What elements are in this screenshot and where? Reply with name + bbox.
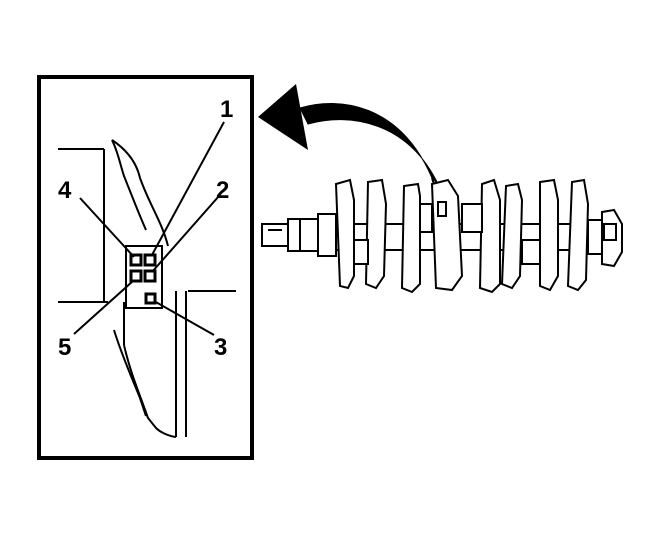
crank-web-5 bbox=[478, 178, 501, 294]
detail-inset bbox=[37, 75, 254, 460]
mark-1 bbox=[143, 253, 157, 267]
crank-pin-1 bbox=[353, 239, 369, 265]
marking-squares bbox=[129, 253, 157, 305]
mark-3 bbox=[144, 292, 157, 305]
crank-web-2 bbox=[364, 178, 388, 290]
inset-frame bbox=[37, 75, 254, 460]
mark-5 bbox=[129, 269, 143, 283]
mark-2 bbox=[143, 269, 157, 283]
inset-counterweight-lower bbox=[123, 344, 177, 438]
leader-lines bbox=[73, 121, 225, 336]
crank-web-4 bbox=[430, 178, 464, 292]
mark-4 bbox=[129, 253, 143, 267]
inset-counterweight-edge bbox=[111, 139, 147, 231]
callout-2: 2 bbox=[216, 177, 229, 204]
crank-pin-3 bbox=[461, 203, 483, 233]
crank-snout bbox=[261, 223, 289, 247]
callout-1: 1 bbox=[220, 96, 233, 123]
callout-4: 4 bbox=[58, 177, 72, 204]
crank-mark-location bbox=[437, 201, 447, 217]
crank-web-1 bbox=[334, 178, 355, 290]
crank-front-flange bbox=[317, 213, 337, 257]
leader-1 bbox=[151, 121, 225, 256]
inset-counterweight-curve bbox=[111, 139, 169, 247]
crank-web-6 bbox=[500, 182, 524, 290]
crank-pin-4 bbox=[521, 239, 541, 265]
leader-4 bbox=[79, 197, 135, 258]
arrow-head bbox=[258, 84, 308, 150]
crank-rear-hub bbox=[603, 223, 617, 241]
marking-plate bbox=[125, 245, 163, 309]
crank-web-7 bbox=[539, 178, 559, 292]
crank-web-8 bbox=[566, 178, 590, 292]
callout-3: 3 bbox=[214, 334, 227, 361]
leader-2 bbox=[151, 195, 220, 273]
crankshaft bbox=[261, 178, 623, 294]
crank-pin-2 bbox=[419, 203, 433, 233]
leader-3 bbox=[153, 300, 215, 336]
callout-5: 5 bbox=[58, 334, 71, 361]
crank-web-3 bbox=[400, 182, 421, 294]
leader-5 bbox=[73, 280, 134, 335]
inset-counterweight-lower-edge bbox=[113, 329, 147, 417]
crank-front-journal bbox=[287, 218, 319, 252]
crank-rear-journal bbox=[587, 219, 603, 255]
